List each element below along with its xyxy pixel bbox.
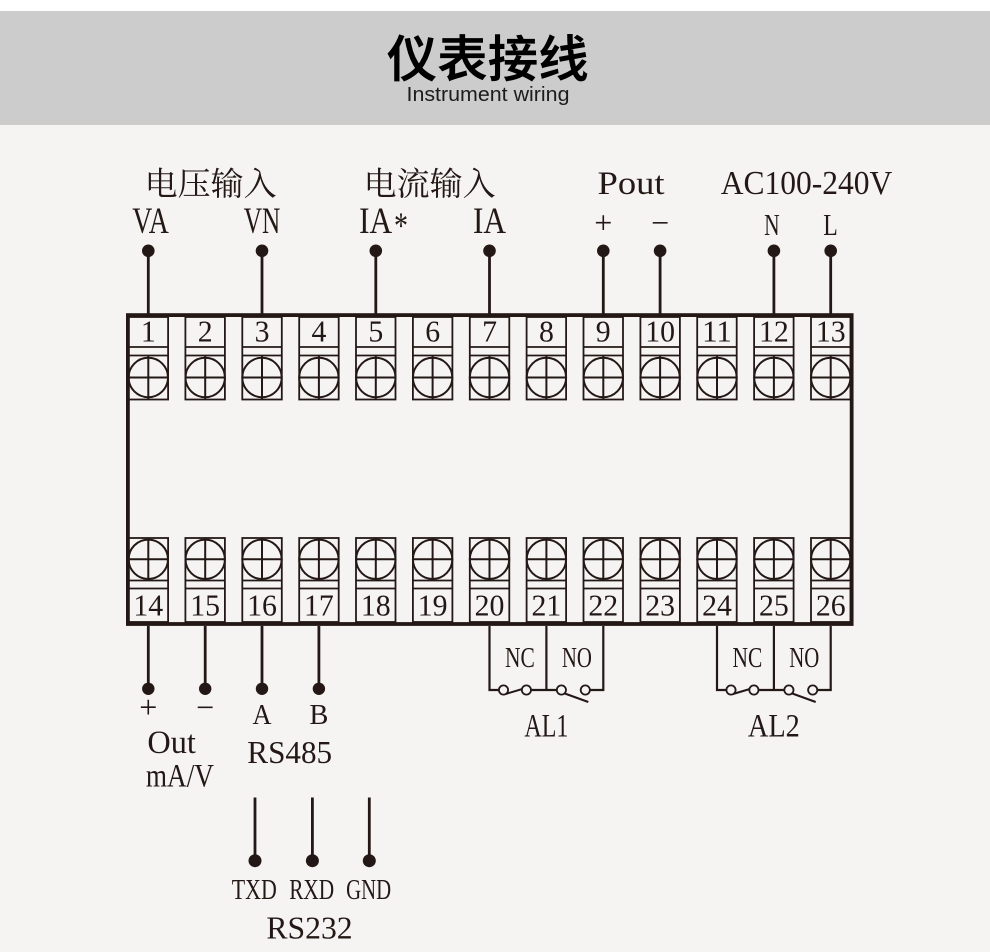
svg-text:N: N xyxy=(764,207,780,242)
svg-text:6: 6 xyxy=(425,314,440,349)
svg-text:7: 7 xyxy=(482,314,497,349)
svg-text:1: 1 xyxy=(141,314,156,349)
svg-text:NO: NO xyxy=(562,642,592,674)
svg-text:3: 3 xyxy=(255,314,270,349)
svg-text:NO: NO xyxy=(789,642,819,674)
svg-text:Instrument wiring: Instrument wiring xyxy=(407,84,570,106)
svg-text:2: 2 xyxy=(198,314,213,349)
svg-text:*: * xyxy=(394,206,408,247)
svg-text:RS232: RS232 xyxy=(266,910,352,946)
svg-text:23: 23 xyxy=(645,588,675,623)
svg-text:17: 17 xyxy=(304,588,334,623)
svg-text:NC: NC xyxy=(505,642,535,674)
svg-text:+: + xyxy=(139,689,157,725)
svg-text:RS485: RS485 xyxy=(247,734,332,770)
svg-text:L: L xyxy=(823,207,838,242)
svg-text:VA: VA xyxy=(132,201,169,242)
svg-text:IA: IA xyxy=(359,201,392,242)
svg-text:mA/V: mA/V xyxy=(146,759,214,795)
svg-text:B: B xyxy=(309,699,328,731)
svg-text:10: 10 xyxy=(645,314,675,349)
svg-text:VN: VN xyxy=(244,201,281,242)
svg-text:26: 26 xyxy=(816,588,846,623)
svg-text:AC100-240V: AC100-240V xyxy=(721,165,893,202)
svg-text:13: 13 xyxy=(816,314,846,349)
svg-text:8: 8 xyxy=(539,314,554,349)
svg-text:GND: GND xyxy=(346,874,391,906)
svg-text:Out: Out xyxy=(147,725,196,761)
svg-text:RXD: RXD xyxy=(289,874,334,906)
svg-text:5: 5 xyxy=(368,314,383,349)
svg-text:AL1: AL1 xyxy=(524,709,568,745)
svg-text:11: 11 xyxy=(702,314,732,349)
svg-text:4: 4 xyxy=(311,314,326,349)
svg-text:IA: IA xyxy=(473,201,506,242)
svg-text:22: 22 xyxy=(588,588,618,623)
svg-text:−: − xyxy=(196,689,214,725)
svg-text:25: 25 xyxy=(759,588,789,623)
svg-text:TXD: TXD xyxy=(232,874,277,906)
svg-text:AL2: AL2 xyxy=(748,709,800,745)
svg-text:15: 15 xyxy=(190,588,220,623)
svg-text:12: 12 xyxy=(759,314,789,349)
svg-text:A: A xyxy=(253,699,272,731)
svg-text:20: 20 xyxy=(475,588,505,623)
svg-text:NC: NC xyxy=(733,642,763,674)
svg-text:+: + xyxy=(594,205,612,241)
svg-text:18: 18 xyxy=(361,588,391,623)
svg-text:21: 21 xyxy=(531,588,561,623)
svg-text:16: 16 xyxy=(247,588,277,623)
svg-text:Pout: Pout xyxy=(598,166,665,202)
svg-text:24: 24 xyxy=(702,588,732,623)
svg-text:9: 9 xyxy=(596,314,611,349)
svg-text:−: − xyxy=(651,205,669,241)
svg-text:19: 19 xyxy=(418,588,448,623)
svg-text:14: 14 xyxy=(133,588,163,623)
